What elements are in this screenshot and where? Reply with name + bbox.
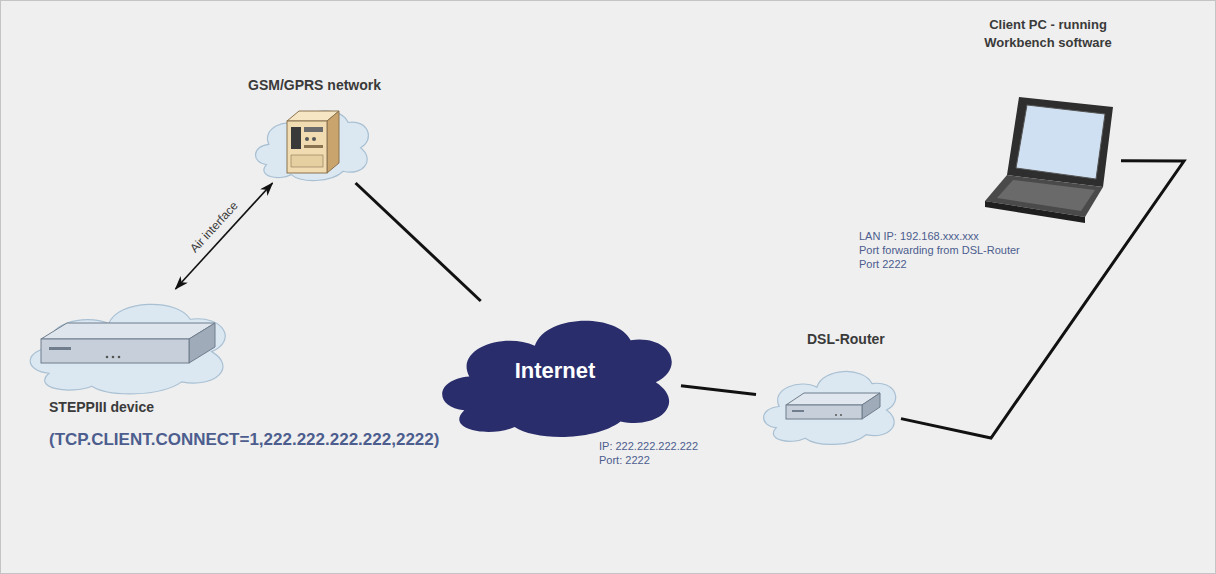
node-shape: [981, 93, 1121, 228]
node-shape: [249, 99, 373, 183]
node-shape: [19, 289, 233, 397]
laptop-part: [1007, 97, 1113, 187]
server-rack-part: [305, 137, 309, 141]
node-label: Client PC - running Workbench software: [973, 16, 1123, 52]
device-box: [41, 323, 215, 363]
server-rack-part: [327, 111, 339, 173]
node-illustration: [287, 111, 339, 173]
server-rack-part: [287, 121, 327, 173]
node-illustration: [985, 97, 1113, 223]
device-box-part: [41, 339, 189, 363]
device-box-part: [41, 323, 215, 339]
router-box-part: [862, 393, 880, 419]
node-note: Port forwarding from DSL-Router: [859, 243, 1020, 257]
network-cloud: Internet: [429, 301, 681, 441]
node-label: STEPPIII device: [49, 399, 154, 416]
device-box-part: [49, 347, 71, 350]
cloud-outline: [255, 111, 368, 181]
radio-link-arrow: [175, 183, 272, 289]
network-cloud: GSM/GPRS network: [249, 99, 373, 183]
node-label: Internet: [429, 358, 681, 384]
address-label: IP: 222.222.222.222: [599, 439, 698, 453]
node-label: GSM/GPRS network: [248, 77, 381, 94]
address-label: Port: 2222: [599, 453, 650, 467]
node-note: LAN IP: 192.168.xxx.xxx: [859, 229, 979, 243]
router-box-part: [840, 414, 842, 416]
network-link: [356, 183, 481, 301]
node-shape: [756, 359, 901, 447]
router-box-part: [835, 414, 837, 416]
router-box: [786, 393, 880, 419]
node-note: (TCP.CLIENT.CONNECT=1,222.222.222.222,22…: [49, 430, 439, 450]
client-laptop: Client PC - running Workbench softwareLA…: [981, 93, 1121, 228]
server-rack-part: [304, 127, 323, 132]
device-box-part: [112, 356, 115, 359]
cloud-outline: [30, 304, 225, 394]
laptop: [985, 97, 1113, 223]
cloud-outline: [764, 371, 896, 444]
device-box-part: [118, 356, 121, 359]
server-rack-part: [291, 155, 323, 167]
server-rack-part: [304, 145, 323, 148]
device-box-part: [106, 356, 109, 359]
node-illustration: [41, 323, 215, 363]
device-box-part: [189, 323, 215, 363]
node-label: DSL-Router: [807, 331, 885, 348]
network-link: [681, 386, 756, 395]
network-link: [901, 161, 1184, 438]
node-note: Port 2222: [859, 257, 907, 271]
server-rack-part: [312, 137, 316, 141]
network-cloud: STEPPIII device(TCP.CLIENT.CONNECT=1,222…: [19, 289, 233, 397]
router-box-part: [792, 410, 804, 412]
router-box-part: [786, 405, 862, 419]
server-rack: [287, 111, 339, 173]
server-rack-part: [291, 127, 301, 149]
laptop-part: [985, 201, 1085, 223]
node-illustration: [786, 393, 880, 419]
network-cloud: DSL-Router: [756, 359, 901, 447]
laptop-part: [1016, 105, 1105, 179]
